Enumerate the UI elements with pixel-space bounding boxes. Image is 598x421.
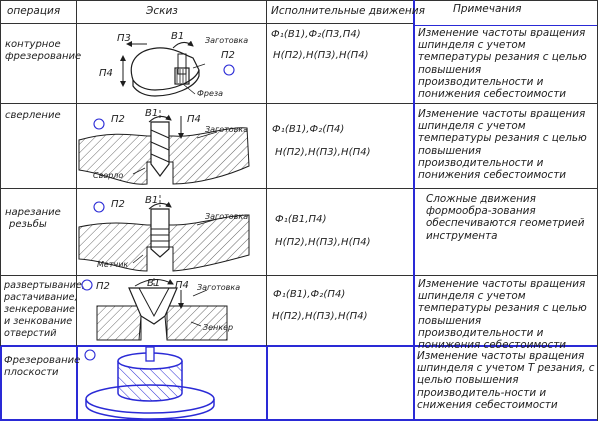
grid-row2-bottom [0, 188, 598, 189]
row2-label-p2: П2 [111, 114, 125, 125]
row2-label-p4: П4 [187, 114, 201, 125]
grid-left-blue [0, 346, 2, 421]
grid-row4-bottom [0, 345, 598, 347]
row1-label-tool: Фреза [197, 89, 223, 98]
row1-label-b1: В1 [171, 31, 184, 42]
row2-note: Изменение частоты вращения шпинделя с уч… [418, 108, 587, 182]
row3-label-b1: В1 [145, 195, 158, 206]
row3-label-tool: Метчик [97, 260, 128, 269]
grid-col1 [76, 0, 77, 346]
row4-operation-line1: развертывание, [4, 280, 85, 291]
grid-col2 [266, 0, 267, 346]
row3-operation-line1: нарезание [5, 207, 61, 218]
row4-label-tool: Зенкер [203, 323, 233, 332]
row4-operation-line5: отверстий [4, 328, 57, 339]
row4-blue-marker [81, 279, 93, 291]
grid-header-bottom-notes [415, 25, 598, 26]
row2-label-tool: Сверло [93, 171, 123, 180]
row1-label-p4: П4 [99, 68, 113, 79]
row3-label-blank: Заготовка [205, 212, 248, 221]
grid-left [0, 0, 1, 346]
row5-blue-marker [84, 349, 96, 361]
row4-operation-line3: зенкерование [4, 304, 75, 315]
row4-operation-line2: растачивание, [4, 292, 78, 303]
row4-label-blank: Заготовка [197, 283, 240, 292]
row4-sketch: П2 В1 П4 Заготовка Зенкер [81, 278, 240, 341]
row2-label-blank: Заготовка [205, 125, 248, 134]
row1-operation-line1: контурное [5, 39, 61, 50]
row4-label-p2: П2 [96, 281, 110, 292]
row3-note: Сложные движения формообра-зования обесп… [426, 193, 585, 242]
row4-note: Изменение частоты вращения шпинделя с уч… [418, 278, 587, 352]
row3-movements-line1: Ф₁(В1,П4) [275, 214, 327, 225]
row3-blue-marker [93, 201, 105, 213]
row1-operation-line2: фрезерование [5, 51, 82, 62]
row3-label-p2: П2 [111, 199, 125, 210]
row2-sketch: П2 В1 П4 Заготовка Сверло [78, 108, 250, 185]
row3-movements-line2: Н(П2),Н(П3),Н(П4) [275, 237, 371, 248]
row1-label-blank: Заготовка [205, 36, 248, 45]
row1-movements-line2: Н(П2),Н(П3),Н(П4) [273, 50, 369, 61]
row2-blue-marker [93, 118, 105, 130]
grid-col1-blue [76, 346, 78, 421]
row2-movements-line1: Ф₁(В1),Ф₂(П4) [272, 124, 345, 135]
row1-label-p3: П3 [117, 33, 131, 44]
header-notes: Примечания [453, 3, 522, 15]
grid-row3-bottom [0, 275, 598, 276]
row4-label-b1: В1 [147, 278, 160, 289]
grid-bottom [0, 419, 598, 421]
row5-sketch [84, 347, 215, 419]
row5-operation-line2: плоскости [4, 367, 59, 378]
row5-note: Изменение частоты вращения шпинделя с уч… [417, 350, 595, 411]
header-operation: операция [7, 5, 61, 17]
grid-col3 [413, 0, 415, 421]
row5-operation-line1: Фрезерование [4, 355, 81, 366]
grid-top [0, 0, 598, 1]
row1-label-p2: П2 [221, 50, 235, 61]
row4-movements-line1: Ф₁(В1),Ф₂(П4) [273, 289, 346, 300]
row1-movements-line1: Ф₁(В1),Ф₂(П3,П4) [271, 29, 361, 40]
row1-blue-marker [223, 64, 235, 76]
grid-row1-bottom [0, 103, 598, 104]
row2-label-b1: В1 [145, 108, 158, 119]
row2-operation: сверление [5, 110, 61, 121]
row2-movements-line2: Н(П2),Н(П3),Н(П4) [275, 147, 371, 158]
row1-sketch: П3 В1 Заготовка П2 П4 Фреза [99, 31, 248, 98]
row4-label-p4: П4 [175, 280, 189, 291]
row3-operation-line2: резьбы [9, 219, 47, 230]
row3-sketch: П2 В1 Заготовка Метчик [78, 195, 250, 272]
grid-header-bottom [0, 23, 415, 24]
header-movements: Исполнительные движения [271, 5, 425, 17]
row1-note: Изменение частоты вращения шпинделя с уч… [418, 27, 587, 101]
grid-col2-blue [266, 346, 268, 421]
row4-operation-line4: и зенкование [4, 316, 73, 327]
header-sketch: Эскиз [146, 5, 178, 17]
row4-movements-line2: Н(П2),Н(П3),Н(П4) [272, 311, 368, 322]
